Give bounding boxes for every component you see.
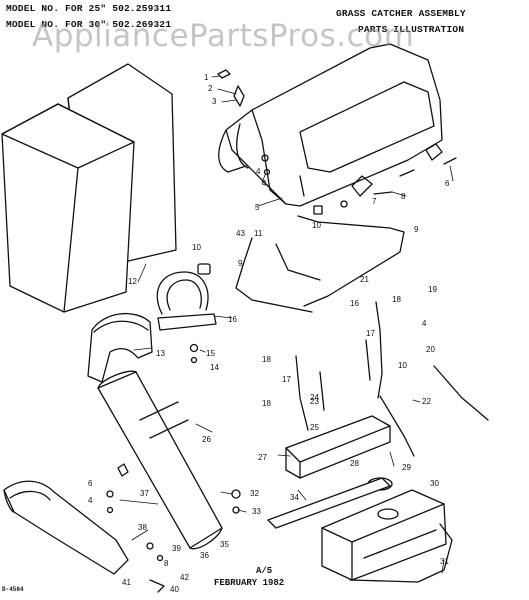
- discharge-elbow: [87, 312, 153, 383]
- callout-42: 42: [180, 573, 189, 582]
- front-chute: [3, 480, 129, 575]
- callout-34: 34: [290, 493, 299, 502]
- callout-39: 39: [172, 544, 181, 553]
- callout-33: 33: [252, 507, 261, 516]
- callout-19: 19: [428, 285, 437, 294]
- callout-6: 6: [445, 179, 450, 188]
- baffle-blade: [267, 477, 391, 529]
- callout-38: 38: [138, 523, 147, 532]
- model-number-25: MODEL NO. FOR 25" 502.259311: [6, 3, 172, 14]
- revision-date: FEBRUARY 1982: [214, 578, 285, 588]
- callout-36: 36: [200, 551, 209, 560]
- callout-18b: 18: [262, 355, 271, 364]
- callout-labels: 1 2 3 4 4 5 6 7 8 9 10 11 12 13 14 15 16…: [88, 73, 450, 594]
- callout-5: 5: [255, 203, 260, 212]
- callout-37: 37: [140, 489, 149, 498]
- frame-rod: [275, 215, 405, 307]
- grass-bag-front: [1, 103, 135, 313]
- callout-7: 7: [372, 197, 377, 206]
- callout-25: 25: [310, 423, 319, 432]
- chute-hardware: [106, 463, 241, 593]
- discharge-chute: [97, 370, 223, 550]
- callout-32: 32: [250, 489, 259, 498]
- callout-16a: 16: [228, 315, 237, 324]
- callout-11: 11: [254, 229, 263, 238]
- callout-2: 2: [208, 84, 213, 93]
- callout-20: 20: [426, 345, 435, 354]
- callout-43: 43: [236, 229, 245, 238]
- catcher-hood: [218, 43, 443, 207]
- callout-9: 9: [414, 225, 419, 234]
- callout-16b: 16: [350, 299, 359, 308]
- weight-box: [321, 489, 447, 581]
- callout-6b: 6: [88, 479, 93, 488]
- drawing-code: D-4584: [2, 586, 24, 593]
- callout-10b: 10: [192, 243, 201, 252]
- callout-35: 35: [220, 540, 229, 549]
- callout-13: 13: [156, 349, 165, 358]
- callout-17a: 17: [282, 375, 291, 384]
- callout-15: 15: [206, 349, 215, 358]
- weight-handle: [349, 523, 453, 583]
- callout-17b: 17: [366, 329, 375, 338]
- callout-12: 12: [128, 277, 137, 286]
- clamp-fasteners: [189, 343, 199, 364]
- callout-9b: 9: [238, 259, 243, 268]
- adapter-clamp: [156, 271, 217, 331]
- lower-support-rods: [295, 301, 383, 431]
- model-number-30: MODEL NO. FOR 30" 502.269321: [6, 19, 172, 30]
- callout-40: 40: [170, 585, 179, 594]
- base-plate: [285, 415, 391, 479]
- callout-28: 28: [350, 459, 359, 468]
- leader-lines: [119, 75, 454, 574]
- callout-1: 1: [204, 73, 209, 82]
- callout-10c: 10: [398, 361, 407, 370]
- hood-hardware: [217, 69, 457, 215]
- callout-23: 23: [310, 397, 319, 406]
- diagram-title: GRASS CATCHER ASSEMBLY: [336, 8, 466, 19]
- callout-31: 31: [440, 557, 449, 566]
- callout-8: 8: [401, 192, 406, 201]
- support-rod: [197, 237, 313, 313]
- callout-26: 26: [202, 435, 211, 444]
- diagram-subtitle: PARTS ILLUSTRATION: [358, 24, 465, 35]
- callout-21: 21: [360, 275, 369, 284]
- callout-3: 3: [212, 97, 217, 106]
- callout-4c: 4: [422, 319, 427, 328]
- callout-10: 10: [312, 221, 321, 230]
- watermark: AppliancePartsPros.com: [32, 18, 415, 54]
- callout-4a: 4: [256, 167, 261, 176]
- callout-4b: 4: [262, 179, 267, 188]
- callout-29: 29: [402, 463, 411, 472]
- callout-27: 27: [258, 453, 267, 462]
- callout-30: 30: [430, 479, 439, 488]
- callout-4d: 4: [88, 496, 93, 505]
- callout-41: 41: [122, 578, 131, 587]
- callout-8b: 8: [164, 559, 169, 568]
- callout-18: 18: [392, 295, 401, 304]
- long-rod: [379, 365, 489, 457]
- callout-18c: 18: [262, 399, 271, 408]
- callout-24: 24: [310, 393, 319, 402]
- callout-14a: 14: [210, 363, 219, 372]
- callout-22: 22: [422, 397, 431, 406]
- page-number: A/5: [256, 566, 273, 576]
